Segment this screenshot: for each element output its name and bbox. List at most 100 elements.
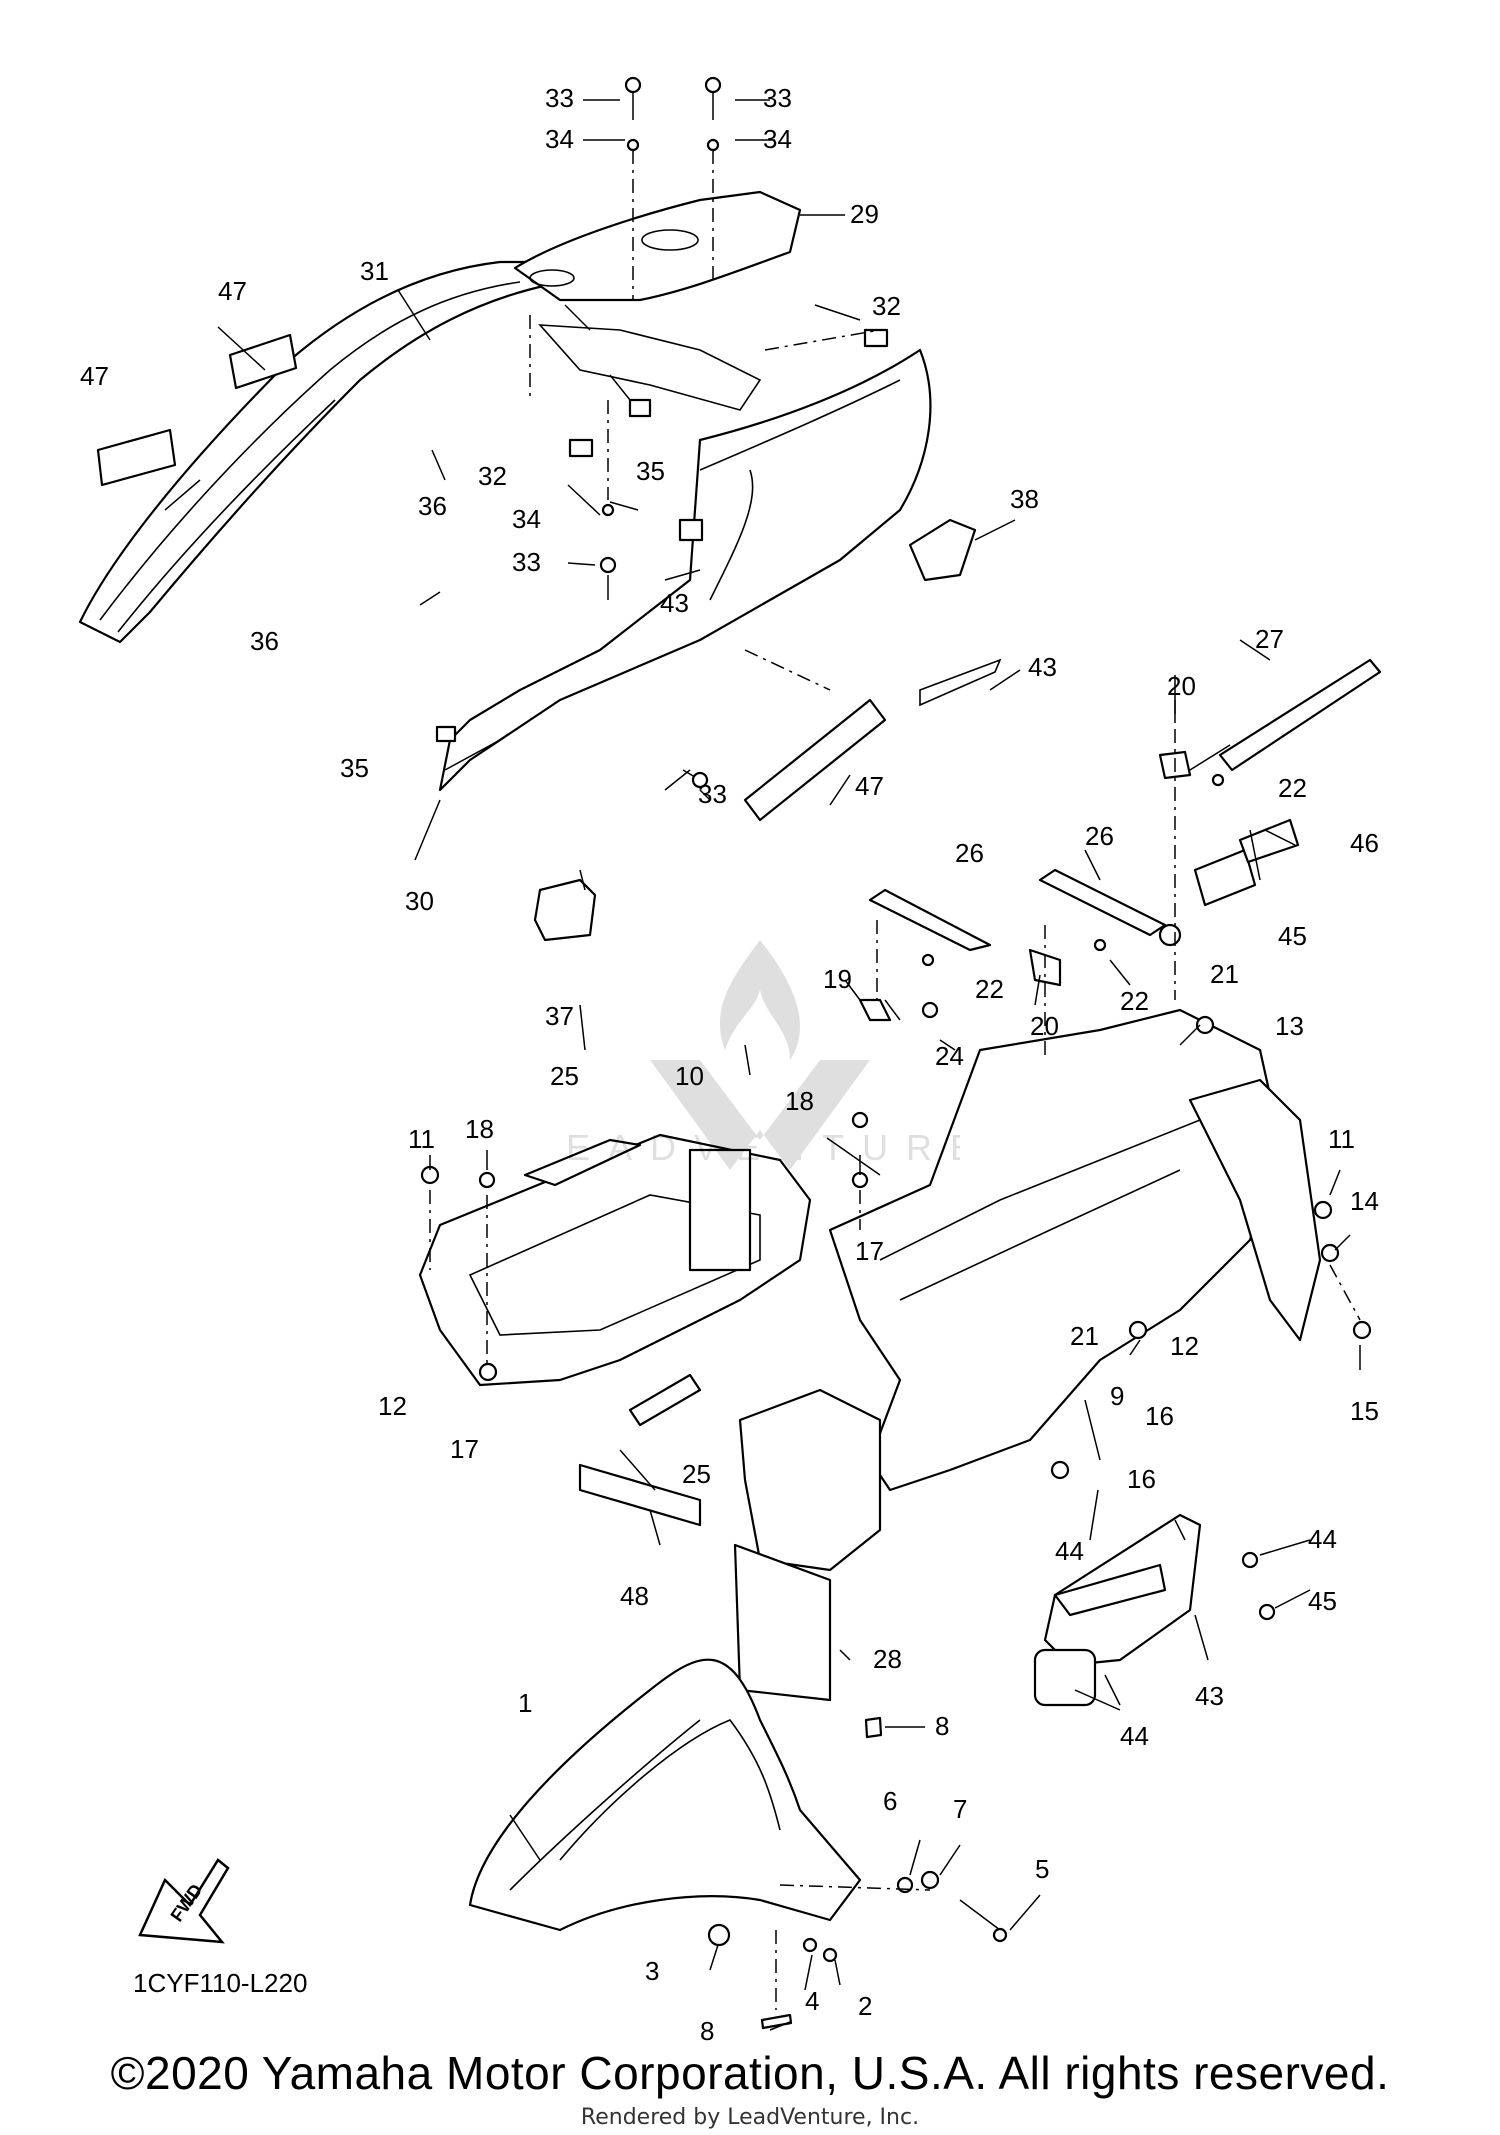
callout-26: 26	[955, 838, 984, 868]
callout-18: 18	[465, 1114, 494, 1144]
part-39-strip	[919, 658, 1002, 707]
part-35-nut-b	[435, 725, 457, 743]
part-19-bracket	[858, 998, 892, 1022]
rendered-by-notice: Rendered by LeadVenture, Inc.	[580, 2105, 920, 2130]
callout-8: 8	[700, 2016, 714, 2046]
callout-22: 22	[975, 974, 1004, 1004]
callout-35: 35	[636, 456, 665, 486]
callout-8: 8	[935, 1711, 949, 1741]
callout-12: 12	[1170, 1331, 1199, 1361]
callout-17: 17	[855, 1236, 884, 1266]
part-8-label	[864, 1716, 883, 1739]
callout-leaders	[164, 99, 1361, 2031]
callout-29: 29	[850, 199, 879, 229]
callout-39: 43	[1028, 652, 1057, 682]
callout-12: 12	[378, 1391, 407, 1421]
part-32-nut	[568, 438, 594, 458]
part-30-center-cover	[438, 348, 932, 792]
callout-1: 1	[518, 1688, 532, 1718]
rear-cowling-assembly	[78, 76, 1002, 942]
callout-18: 18	[785, 1086, 814, 1116]
part-40-damper	[678, 518, 704, 542]
callout-46: 46	[1350, 828, 1379, 858]
part-41-lamp	[1033, 1648, 1097, 1707]
part-26-strap-a	[868, 888, 992, 952]
callout-5: 5	[1035, 1854, 1049, 1884]
callout-38: 38	[1010, 484, 1039, 514]
callout-45: 45	[1278, 921, 1307, 951]
callout-41: 43	[1195, 1681, 1224, 1711]
callout-9: 9	[1110, 1381, 1124, 1411]
callout-40: 43	[660, 588, 689, 618]
callout-14: 14	[1350, 1186, 1379, 1216]
callout-23: 24	[935, 1041, 964, 1071]
part-46-label	[1238, 818, 1300, 864]
callout-24: 25	[682, 1459, 711, 1489]
part-24-strap	[628, 1373, 702, 1427]
callout-32: 32	[872, 291, 901, 321]
callout-21: 21	[1210, 959, 1239, 989]
callout-2: 2	[858, 1991, 872, 2021]
part-1-front-fender	[468, 1658, 862, 1932]
callout-42: 44	[1055, 1536, 1084, 1566]
fwd-arrow-icon: FWD	[138, 1858, 230, 1944]
callout-16: 16	[1145, 1401, 1174, 1431]
callout-34: 34	[512, 504, 541, 534]
battery-tray-assembly	[418, 658, 1382, 1702]
callout-21: 21	[1070, 1321, 1099, 1351]
callout-labels: 33 34 33 34 29 31 47 47 32 32 35 36 34 3…	[80, 83, 1379, 2046]
callout-36: 36	[418, 491, 447, 521]
callout-10: 10	[675, 1061, 704, 1091]
callout-19: 19	[823, 964, 852, 994]
part-4-washer	[802, 1937, 818, 1953]
callout-35: 35	[340, 753, 369, 783]
part-47-label-c	[743, 698, 887, 822]
callout-11: 11	[408, 1124, 435, 1154]
part-8-label-b	[760, 2013, 793, 2030]
part-3-grommet	[707, 1923, 731, 1947]
callout-22: 22	[1120, 986, 1149, 1016]
callout-16: 16	[1127, 1464, 1156, 1494]
part-25-strap	[523, 1138, 642, 1187]
part-35-nut	[628, 398, 652, 418]
part-37-pad	[533, 878, 597, 942]
callout-26: 26	[1085, 821, 1114, 851]
callout-34: 34	[545, 124, 574, 154]
callout-6: 6	[883, 1786, 897, 1816]
callout-3: 3	[645, 1956, 659, 1986]
part-9-lower-box	[738, 1388, 882, 1572]
part-9-mudguard	[1188, 1078, 1322, 1342]
callout-20: 20	[1167, 671, 1196, 701]
callout-37: 37	[545, 1001, 574, 1031]
part-38-pad	[908, 518, 977, 582]
callout-33: 33	[763, 83, 792, 113]
callout-31: 31	[360, 256, 389, 286]
callout-20: 20	[1030, 1011, 1059, 1041]
callout-17: 17	[450, 1434, 479, 1464]
callout-33: 33	[698, 779, 727, 809]
callout-33: 33	[512, 547, 541, 577]
callout-48: 48	[620, 1581, 649, 1611]
license-light-assembly	[1033, 1513, 1276, 1711]
callout-28: 28	[873, 1644, 902, 1674]
callout-30: 30	[405, 886, 434, 916]
callout-13: 13	[1275, 1011, 1304, 1041]
part-27-strap	[1218, 658, 1382, 772]
copyright-notice: ©2020 Yamaha Motor Corporation, U.S.A. A…	[110, 2047, 1390, 2099]
callout-7: 7	[953, 1794, 967, 1824]
part-29-tail-cowl	[513, 190, 802, 302]
part-45-label	[1193, 848, 1257, 907]
callout-47: 47	[80, 361, 109, 391]
callout-27: 27	[1255, 624, 1284, 654]
callout-11: 11	[1328, 1124, 1355, 1154]
callout-33: 33	[545, 83, 574, 113]
callout-32: 32	[478, 461, 507, 491]
watermark-text: LEADVENTURE	[560, 1127, 960, 1168]
part-47-label-a	[96, 428, 177, 487]
part-32-nut-b	[863, 328, 889, 348]
part-42-cover	[1053, 1563, 1167, 1617]
leadventure-watermark-icon: LEADVENTURE	[560, 940, 960, 1170]
part-47-label-b	[228, 333, 298, 390]
front-fender-assembly	[468, 1658, 1008, 2030]
diagram-code: 1CYF110-L220	[133, 1968, 307, 1998]
